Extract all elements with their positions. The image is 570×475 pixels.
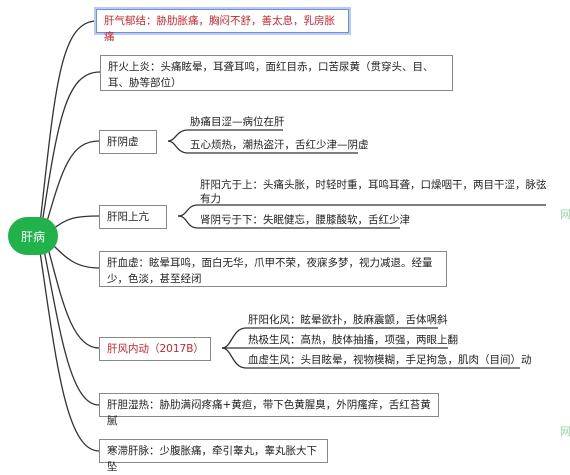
connector-fengdong-3: [221, 347, 520, 369]
connector-1: [39, 20, 97, 225]
branch-liver-blood-deficiency[interactable]: 肝血虚：眩晕耳鸣，面白无华，爪甲不荣，夜寐多梦，视力减退。经量少，色淡，甚至经闭: [99, 251, 447, 287]
branch-label: 肝阴虚: [107, 136, 139, 148]
leaf-fengdong-3: 血虚生风：头目眩晕，视物模糊，手足拘急，肌肉（目间）动: [248, 354, 532, 366]
root-node[interactable]: 肝病: [8, 217, 58, 255]
leaf-yinxu-1: 胁痛目涩—病位在肝: [190, 116, 285, 128]
branch-liver-gallbladder-damp-heat[interactable]: 肝胆湿热：胁肋满闷疼痛+黄疸，带下色黄腥臭，外阴瘙痒，舌红苔黄腻: [99, 393, 439, 427]
branch-liver-fire[interactable]: 肝火上炎：头痛眩晕，耳聋耳鸣，面红目赤，口苦尿黄（贯穿头、目、耳、胁等部位）: [100, 55, 453, 91]
connector-yinxu-1: [167, 129, 283, 142]
branch-liver-yin-deficiency[interactable]: 肝阴虚: [99, 130, 157, 154]
connector-7: [43, 249, 100, 406]
branch-cold-stagnation-liver-meridian[interactable]: 寒滞肝脉：少腹胀痛，牵引睾丸，睾丸胀大下坠: [99, 439, 328, 473]
branch-liver-qi-stagnation[interactable]: 肝气郁结：胁肋胀痛，胸闷不舒，善太息，乳房胀痛: [96, 9, 349, 43]
branch-liver-wind[interactable]: 肝风内动（2017B）: [99, 337, 211, 361]
connector-5: [51, 243, 100, 269]
connector-yangkang-2: [177, 215, 400, 229]
connector-yinxu-2: [167, 140, 358, 154]
leaf-fengdong-2: 热极生风：高热，肢体抽搐，项强，两眼上翻: [248, 334, 458, 346]
connector-4: [51, 215, 100, 231]
branch-label: 肝阳上亢: [107, 211, 149, 223]
branch-label: 肝风内动（2017B）: [107, 343, 204, 355]
branch-liver-yang-rising[interactable]: 肝阳上亢: [99, 205, 167, 229]
leaf-yangkang-1: 肝阳亢于上：头痛头胀，时轻时重，耳鸣耳聋，口燥咽干，两目干涩，脉弦有力: [200, 179, 547, 205]
connector-6: [47, 247, 100, 349]
branch-label: 肝气郁结：胁肋胀痛，胸闷不舒，善太息，乳房胀痛: [104, 15, 335, 43]
branch-label: 肝血虚：眩晕耳鸣，面白无华，爪甲不荣，夜寐多梦，视力减退。经量少，色淡，甚至经闭: [107, 257, 433, 285]
branch-label: 肝火上炎：头痛眩晕，耳聋耳鸣，面红目赤，口苦尿黄（贯穿头、目、耳、胁等部位）: [108, 61, 434, 89]
branch-label: 肝胆湿热：胁肋满闷疼痛+黄疸，带下色黄腥臭，外阴瘙痒，舌红苔黄腻: [107, 399, 431, 427]
connector-yangkang-1: [177, 204, 546, 217]
connector-2: [41, 71, 101, 225]
root-label: 肝病: [20, 229, 45, 244]
watermark-bottom: 网: [560, 426, 570, 437]
connector-8: [39, 251, 100, 452]
leaf-yinxu-2: 五心烦热，潮热盗汗，舌红少津—阴虚: [190, 139, 369, 151]
connector-fengdong-1: [221, 327, 438, 349]
watermark-top: 网: [560, 209, 570, 220]
leaf-yangkang-2: 肾阴亏于下：失眠健忘，腰膝酸软，舌红少津: [200, 214, 410, 226]
branch-label: 寒滞肝脉：少腹胀痛，牵引睾丸，睾丸胀大下坠: [107, 445, 317, 473]
connector-3: [45, 140, 100, 226]
leaf-fengdong-1: 肝阳化风：眩晕欲扑，肢麻震颤，舌体㖞斜: [248, 314, 448, 326]
